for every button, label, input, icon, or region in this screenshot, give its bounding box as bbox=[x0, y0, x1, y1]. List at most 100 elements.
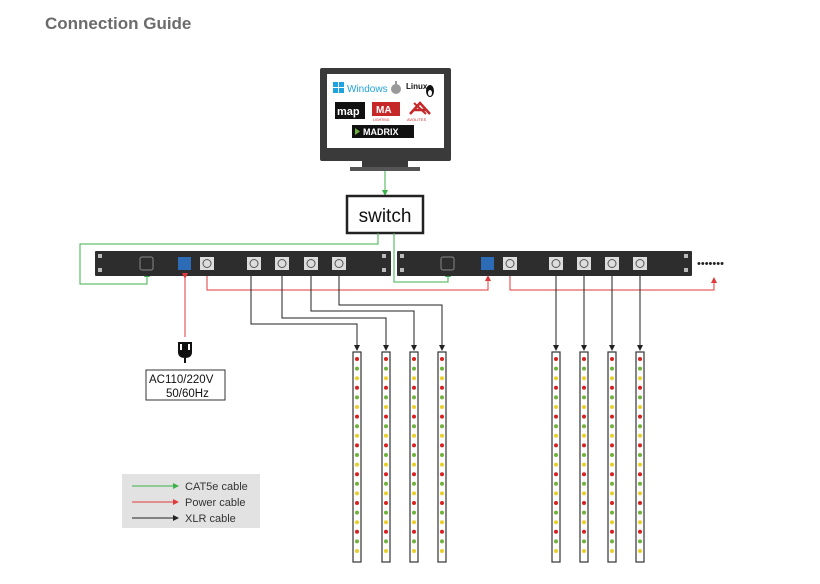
madrix-logo-label: MADRIX bbox=[363, 127, 399, 137]
led-dot bbox=[582, 357, 586, 361]
led-dot bbox=[554, 539, 558, 544]
led-dot bbox=[554, 376, 558, 381]
power-spec-box bbox=[145, 369, 226, 401]
legend-background bbox=[122, 474, 260, 528]
led-dot bbox=[384, 462, 388, 467]
led-dot bbox=[355, 376, 359, 381]
led-dot bbox=[355, 462, 359, 467]
led-dot bbox=[638, 529, 642, 534]
led-dot bbox=[554, 433, 558, 438]
led-dot bbox=[440, 453, 444, 457]
led-dot bbox=[554, 424, 558, 429]
power-plug-icon bbox=[178, 342, 192, 363]
led-dot bbox=[610, 462, 614, 467]
led-dot bbox=[554, 366, 558, 371]
legend-xlr-label: XLR cable bbox=[185, 513, 236, 525]
linux-label: Linux bbox=[406, 82, 428, 91]
led-dot bbox=[355, 501, 359, 505]
legend-cat5e-label: CAT5e cable bbox=[185, 481, 248, 493]
led-dot bbox=[554, 549, 558, 553]
led-dot bbox=[638, 472, 642, 477]
led-dot bbox=[440, 433, 444, 438]
led-dot bbox=[384, 472, 388, 477]
led-dot bbox=[582, 481, 586, 486]
led-dot bbox=[582, 539, 586, 544]
led-dot bbox=[582, 405, 586, 409]
ma-logo-icon bbox=[372, 102, 400, 116]
led-dot bbox=[610, 520, 614, 525]
led-dot bbox=[440, 395, 444, 400]
switch-label: switch bbox=[359, 206, 412, 227]
led-bar-5 bbox=[551, 351, 561, 563]
led-dot bbox=[440, 539, 444, 544]
led-dot bbox=[412, 481, 416, 486]
power-port-icon bbox=[178, 257, 191, 270]
xlr-port-1-icon bbox=[247, 257, 261, 270]
led-dot bbox=[355, 443, 359, 448]
led-dot bbox=[610, 395, 614, 400]
led-dot bbox=[610, 424, 614, 429]
legend-power-label: Power cable bbox=[185, 497, 246, 509]
led-dot bbox=[384, 453, 388, 457]
led-dot bbox=[638, 433, 642, 438]
continuation-dots: ••••••• bbox=[697, 258, 724, 270]
led-dot bbox=[554, 443, 558, 448]
led-dot bbox=[355, 357, 359, 361]
led-dot bbox=[610, 481, 614, 486]
led-dot bbox=[355, 414, 359, 419]
led-dot bbox=[412, 510, 416, 515]
controller-rack-2 bbox=[397, 251, 692, 276]
xlr-cable-3 bbox=[310, 276, 417, 351]
led-dot bbox=[582, 443, 586, 448]
led-dot bbox=[384, 510, 388, 515]
xlr-port-3-icon bbox=[605, 257, 619, 270]
avolites-logo-label: AVOLITES bbox=[407, 117, 427, 122]
windows-logo-icon bbox=[333, 82, 344, 93]
led-dot bbox=[384, 520, 388, 525]
led-dot bbox=[440, 405, 444, 409]
led-dot bbox=[610, 433, 614, 438]
led-dot bbox=[355, 491, 359, 496]
xlr-cable-2 bbox=[281, 276, 389, 351]
led-dot bbox=[384, 376, 388, 381]
led-dot bbox=[384, 529, 388, 534]
xlr-port-1-icon bbox=[549, 257, 563, 270]
led-dot bbox=[610, 357, 614, 361]
led-dot bbox=[554, 520, 558, 525]
led-dot bbox=[582, 501, 586, 505]
xlr-cable-4 bbox=[338, 276, 445, 351]
led-dot bbox=[638, 491, 642, 496]
led-dot bbox=[412, 549, 416, 553]
led-dot bbox=[412, 433, 416, 438]
power-port-icon bbox=[481, 257, 494, 270]
apple-logo-icon bbox=[391, 81, 401, 94]
led-dot bbox=[638, 414, 642, 419]
led-dot bbox=[610, 376, 614, 381]
led-dot bbox=[384, 539, 388, 544]
led-dot bbox=[355, 395, 359, 400]
led-dot bbox=[412, 414, 416, 419]
led-dot bbox=[582, 491, 586, 496]
page-title: Connection Guide bbox=[45, 14, 192, 33]
led-dot bbox=[440, 529, 444, 534]
map-logo-icon bbox=[335, 102, 365, 119]
led-dot bbox=[582, 472, 586, 477]
led-dot bbox=[638, 539, 642, 544]
led-dot bbox=[582, 376, 586, 381]
led-dot bbox=[610, 414, 614, 419]
led-dot bbox=[582, 462, 586, 467]
led-dot bbox=[582, 549, 586, 553]
led-dot bbox=[610, 491, 614, 496]
led-dot bbox=[412, 405, 416, 409]
led-dot bbox=[440, 414, 444, 419]
xlr-port-2-icon bbox=[275, 257, 289, 270]
led-dot bbox=[355, 529, 359, 534]
led-dot bbox=[638, 366, 642, 371]
led-dot bbox=[384, 395, 388, 400]
led-dot bbox=[554, 510, 558, 515]
legend: CAT5e cable Power cable XLR cable bbox=[122, 474, 260, 528]
madrix-logo-icon bbox=[352, 125, 414, 138]
led-dot bbox=[554, 357, 558, 361]
led-dot bbox=[610, 549, 614, 553]
